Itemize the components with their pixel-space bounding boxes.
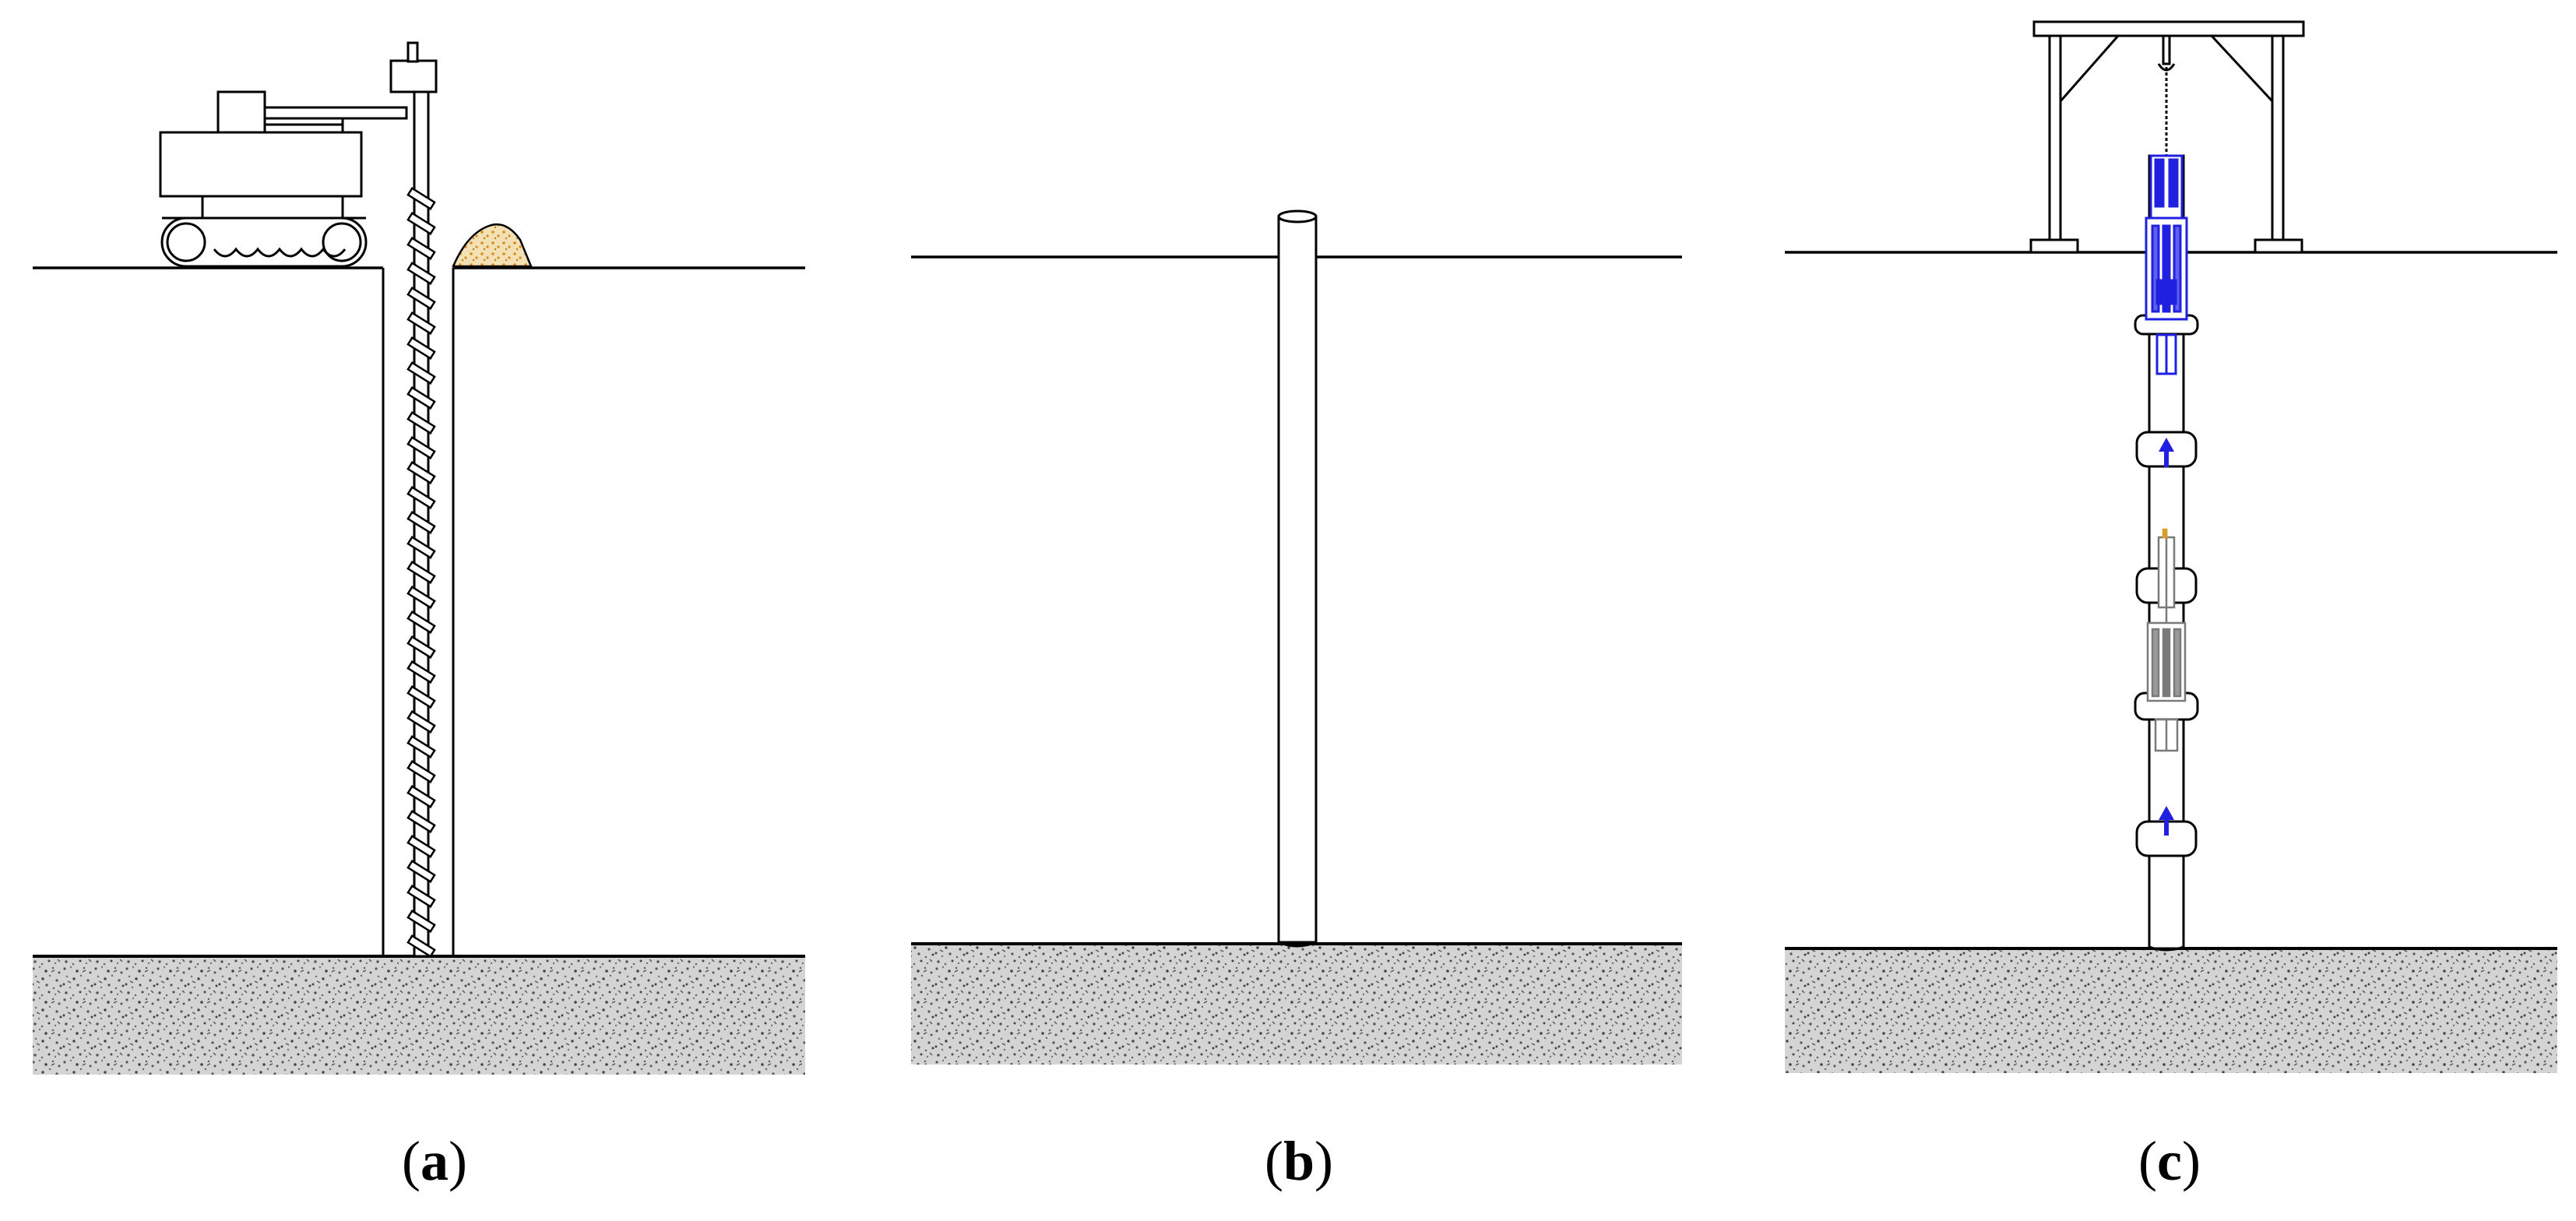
caption-panel-c: (c) bbox=[2138, 1130, 2201, 1192]
auger-flight bbox=[406, 885, 436, 908]
auger-flight bbox=[406, 311, 436, 335]
panel-b-pile-installed bbox=[911, 209, 1682, 1064]
caption-panel-b: (b) bbox=[1264, 1130, 1333, 1192]
pile-column bbox=[1277, 209, 1318, 948]
auger-flight bbox=[406, 860, 436, 883]
auger-flight bbox=[406, 237, 436, 260]
auger-flight bbox=[406, 785, 436, 808]
auger-flight bbox=[406, 910, 436, 933]
auger-flight bbox=[406, 336, 436, 360]
auger-flight bbox=[406, 635, 436, 659]
auger-flight bbox=[406, 511, 436, 534]
spoil-pile bbox=[452, 223, 533, 268]
auger-flight bbox=[406, 436, 436, 459]
auger-flight bbox=[406, 461, 436, 484]
lower-jack-device bbox=[2146, 528, 2187, 752]
drill-rig bbox=[159, 41, 438, 958]
pullout-arrow-lower bbox=[2159, 806, 2174, 836]
auger-flight bbox=[406, 262, 436, 285]
auger-flight bbox=[406, 212, 436, 235]
panel-c-bedrock bbox=[1785, 948, 2557, 1073]
auger-flight bbox=[406, 411, 436, 435]
auger-flight bbox=[406, 561, 436, 584]
panel-b-bedrock bbox=[911, 944, 1682, 1064]
auger-flight bbox=[406, 710, 436, 734]
caption-panel-a: (a) bbox=[402, 1130, 467, 1192]
auger-flight bbox=[406, 934, 436, 958]
auger-flight bbox=[406, 386, 436, 410]
auger-flight bbox=[406, 586, 436, 609]
auger-flight bbox=[406, 536, 436, 559]
auger-flight bbox=[406, 486, 436, 509]
auger-flight bbox=[406, 187, 436, 210]
panel-a-bedrock bbox=[33, 956, 805, 1075]
auger-flight bbox=[406, 810, 436, 833]
auger-flight bbox=[406, 610, 436, 634]
auger-flights bbox=[406, 187, 436, 958]
auger-flight bbox=[406, 287, 436, 310]
auger-flight bbox=[406, 685, 436, 709]
panel-c-pullout-test bbox=[1785, 20, 2557, 1073]
auger-flight bbox=[406, 361, 436, 385]
upper-jack-device bbox=[2145, 154, 2188, 375]
auger-flight bbox=[406, 835, 436, 858]
auger-flight bbox=[406, 760, 436, 783]
auger-flight bbox=[406, 735, 436, 758]
panel-a-augering bbox=[33, 41, 805, 1075]
auger-flight bbox=[406, 660, 436, 684]
pullout-arrow-upper bbox=[2159, 438, 2174, 467]
reaction-frame bbox=[2029, 20, 2305, 254]
